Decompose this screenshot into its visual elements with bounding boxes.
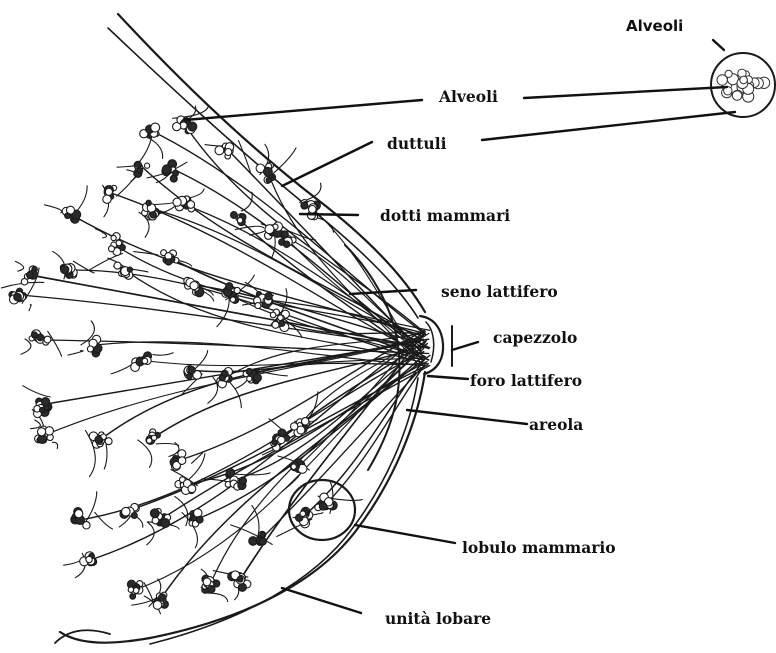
alveoli-cluster [35, 426, 54, 443]
ductule-line [21, 339, 31, 354]
duct-network [1, 106, 430, 614]
label-lobulo-mammario: lobulo mammario [462, 538, 616, 557]
alveoli-cluster [114, 262, 133, 279]
ductule-line [227, 380, 241, 408]
alveoli-cluster [173, 196, 195, 212]
label-duttuli: duttuli [387, 134, 447, 153]
alveoli-cluster [146, 429, 161, 445]
ductule-line [68, 351, 83, 355]
ductule-line [31, 420, 41, 429]
ductule-line [142, 135, 163, 159]
alveoli-cluster [215, 143, 234, 159]
duct-line [160, 357, 422, 600]
alveoli-cluster [127, 580, 142, 599]
alveoli-cluster [265, 222, 283, 239]
alveoli-cluster [301, 200, 321, 220]
alveoli-cluster [189, 509, 203, 527]
alveoli-cluster [228, 571, 251, 591]
label-dotti-mammari: dotti mammari [380, 206, 510, 225]
alveoli-cluster [184, 366, 202, 380]
ductule-line [52, 442, 57, 448]
label-areola: areola [529, 415, 583, 434]
alveoli-cluster [231, 212, 247, 226]
ductule-line [208, 593, 228, 602]
alveoli-cluster [225, 469, 246, 491]
alveoli-cluster [296, 507, 313, 528]
alveoli-cluster [256, 162, 276, 183]
alveoli-cluster [222, 283, 240, 304]
alveoli-cluster [131, 352, 152, 372]
alveoli-cluster [170, 450, 186, 471]
ductule-line [134, 252, 158, 256]
ductule-line [48, 331, 62, 356]
alveoli-cluster [134, 161, 150, 177]
alveoli-cluster [150, 508, 170, 527]
label-seno-lattifero: seno lattifero [441, 282, 558, 301]
alveoli-inset [711, 53, 775, 117]
alveoli-cluster [9, 288, 27, 304]
ductule-line [44, 205, 61, 213]
alveoli-cluster [34, 398, 52, 418]
alveoli-cluster [120, 503, 139, 518]
ductule-line [117, 177, 135, 196]
ductule-line [29, 304, 31, 310]
ductule-line [23, 386, 51, 397]
label-alveoli: Alveoli [438, 87, 498, 106]
alveoli-cluster [217, 368, 233, 388]
alveoli-cluster [254, 292, 274, 309]
alveoli-cluster [62, 206, 81, 223]
label-capezzolo: capezzolo [493, 328, 577, 347]
label-alveoli-inset: Alveoli [626, 17, 683, 35]
label-foro-lattifero: foro lattifero [470, 371, 582, 390]
alveoli-cluster [202, 575, 220, 593]
label-unita-lobare: unità lobare [385, 609, 491, 628]
ductule-line [153, 353, 173, 355]
duct-line [210, 343, 425, 585]
ductule-line [208, 377, 218, 403]
alveoli-cluster [153, 592, 168, 609]
ductule-line [156, 444, 179, 446]
alveoli-cluster [140, 123, 160, 138]
leader-lines [185, 40, 735, 613]
ductule-line [15, 261, 23, 271]
alveoli-cluster [60, 264, 77, 279]
